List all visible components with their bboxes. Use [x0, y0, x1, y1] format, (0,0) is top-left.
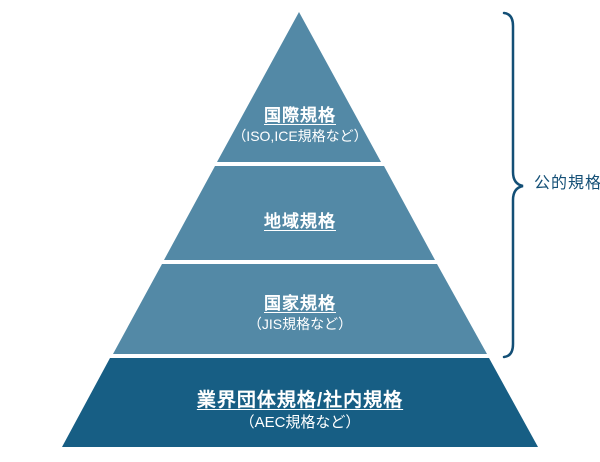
brace-label: 公的規格 [534, 175, 600, 192]
pyramid-level-4-shape [62, 358, 538, 447]
right-curly-brace [502, 11, 524, 359]
pyramid-level-2-shape [164, 166, 435, 260]
pyramid-level-3-shape [113, 264, 487, 354]
pyramid-level-1-shape [217, 12, 381, 162]
